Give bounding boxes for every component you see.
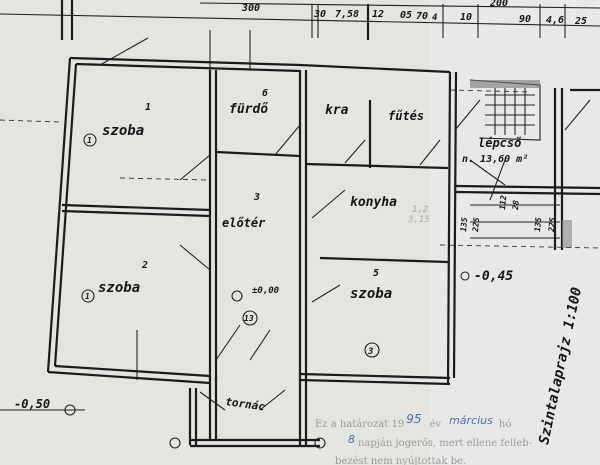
axis-label: 13	[244, 314, 254, 323]
axis-label: 1	[87, 136, 92, 145]
dimension-label: 25	[574, 16, 587, 27]
stamp-month: március	[449, 414, 493, 427]
room-label-tornac: tornác	[225, 395, 267, 413]
room-number: 3	[253, 192, 260, 203]
dimension-label: 4,6	[546, 15, 564, 26]
level-left: -0,50	[14, 397, 50, 411]
axis-marks: 1 1 3 13	[81, 133, 380, 449]
room-number: 2	[141, 260, 148, 271]
side-dimension: 3,15	[407, 215, 430, 225]
hidden-lines	[0, 89, 600, 249]
stamp-day: 8	[348, 433, 355, 446]
dimension-label: 05	[400, 10, 412, 21]
dimension-label: 10	[460, 12, 472, 23]
stamp-text: hó	[499, 419, 511, 430]
room-label-konyha: konyha	[350, 195, 397, 210]
dimension-label: 70	[416, 11, 428, 22]
axis-label: 1	[85, 292, 90, 301]
stair-dimension: 225	[471, 217, 481, 233]
dimension-label: 12	[372, 9, 384, 20]
stair-dimension: 135	[459, 217, 469, 232]
stamp-text: év	[430, 419, 442, 430]
top-dimension-labels: 300 30 7,58 12 05 70 4 10 200 90 4,6 25	[241, 0, 587, 27]
dimension-label: 7,58	[335, 9, 359, 20]
room-label-furdo: fürdő	[229, 102, 269, 117]
room-number: 5	[373, 268, 379, 279]
room-number: 6	[262, 88, 268, 99]
stair-labels: lépcső n. 13,60 m² 135 225 112 28 135 22…	[459, 136, 557, 233]
stamp-text: bezést nem nyújtottak be.	[335, 456, 466, 465]
walls	[46, 56, 600, 448]
stair-dimension: 28	[511, 200, 521, 212]
room-label-szoba-5: szoba	[350, 286, 392, 302]
stair-dimension: 135	[533, 217, 543, 232]
stamp-text: napján jogerős, mert ellene felleb-	[358, 438, 532, 449]
dimension-label: 30	[313, 9, 326, 20]
room-label-kamra: kra	[325, 103, 349, 118]
stamp-text: Ez a határozat 19	[315, 419, 404, 430]
dimension-label: 300	[241, 3, 260, 14]
stair-dimension: 225	[547, 217, 557, 233]
stair-area: n. 13,60 m²	[462, 154, 528, 165]
room-label-futes: fűtés	[388, 109, 424, 123]
stamp-year: 95	[406, 412, 421, 426]
top-dimension-line	[0, 0, 600, 70]
stair-label: lépcső	[478, 136, 522, 150]
room-label-szoba-2: szoba	[98, 280, 140, 296]
side-dimension: 1,2	[412, 205, 428, 215]
dimension-label: 90	[519, 14, 531, 25]
room-number: 1	[145, 102, 151, 113]
axis-label: 3	[367, 347, 373, 357]
dimension-label: 4	[432, 13, 437, 23]
level-right: -0,45	[474, 269, 513, 284]
level-center: ±0,00	[252, 286, 280, 296]
door-swings	[99, 37, 591, 411]
room-labels: 1 szoba 2 szoba 3 előtér 5 szoba 6 fürdő…	[98, 88, 424, 414]
room-label-eloter: előtér	[222, 216, 266, 230]
room-label-szoba-1: szoba	[102, 123, 144, 139]
dimension-label: 200	[489, 0, 508, 9]
level-marks: -0,45 -0,50 ±0,00	[0, 269, 513, 416]
stair-dimension: 112	[498, 195, 508, 210]
